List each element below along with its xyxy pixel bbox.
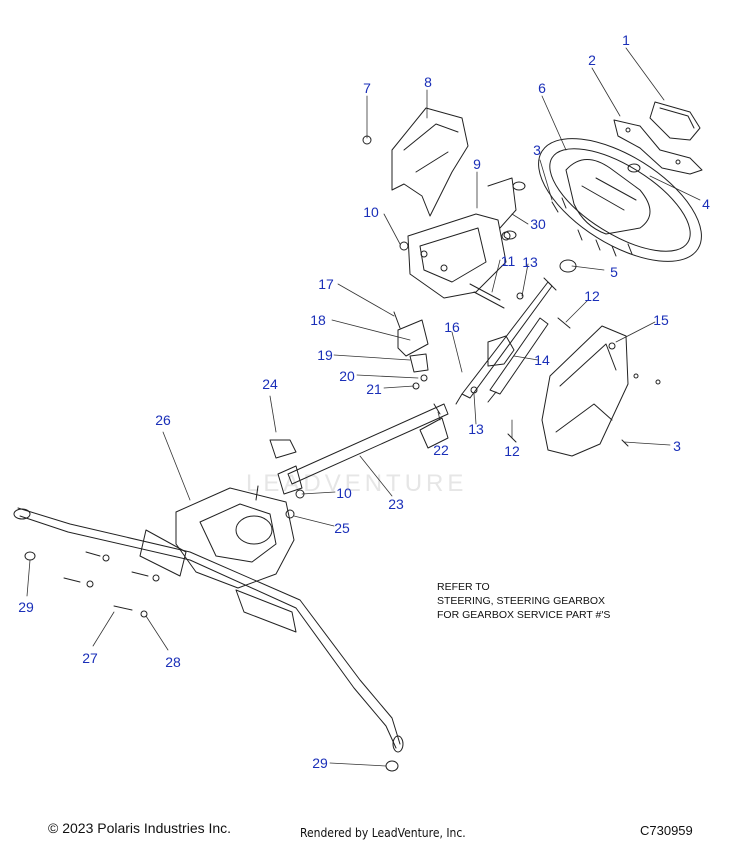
nut-25 xyxy=(285,509,295,519)
callout-13-upper[interactable]: 13 xyxy=(522,254,538,270)
note-line-3: FOR GEARBOX SERVICE PART #'S xyxy=(437,609,611,621)
callout-13-lower[interactable]: 13 xyxy=(468,421,484,437)
column-bracket xyxy=(407,177,517,299)
gas-strut xyxy=(487,317,549,403)
rendered-by-text: Rendered by LeadVenture, Inc. xyxy=(300,826,466,840)
steering-wheel xyxy=(538,138,702,262)
copyright-text: © 2023 Polaris Industries Inc. xyxy=(48,820,232,836)
callout-23[interactable]: 23 xyxy=(388,496,404,512)
gearbox-reference-note: REFER TO STEERING, STEERING GEARBOX FOR … xyxy=(437,580,610,622)
bushing-30b xyxy=(503,230,517,240)
bushing-30 xyxy=(512,181,526,191)
callout-5[interactable]: 5 xyxy=(610,264,618,280)
mounting-bolts xyxy=(63,551,160,618)
callout-14[interactable]: 14 xyxy=(534,352,550,368)
steering-shaft-upper xyxy=(455,277,557,405)
column-cover-upper xyxy=(391,107,469,217)
nut-13-upper xyxy=(516,292,524,300)
callout-22[interactable]: 22 xyxy=(433,442,449,458)
callout-30[interactable]: 30 xyxy=(530,216,546,232)
callout-2[interactable]: 2 xyxy=(588,52,596,68)
callout-18[interactable]: 18 xyxy=(310,312,326,328)
note-line-2: STEERING, STEERING GEARBOX xyxy=(437,595,606,607)
callout-1[interactable]: 1 xyxy=(622,32,630,48)
bushing-5 xyxy=(559,259,577,273)
note-line-1: REFER TO xyxy=(437,581,490,593)
callout-4[interactable]: 4 xyxy=(702,196,710,212)
callout-10-upper[interactable]: 10 xyxy=(363,204,379,220)
diagram-code: C730959 xyxy=(640,823,693,838)
nut-21 xyxy=(412,382,420,390)
callout-15[interactable]: 15 xyxy=(653,312,669,328)
callout-16[interactable]: 16 xyxy=(444,319,460,335)
wheel-cover-lower xyxy=(613,119,703,175)
castle-nut-29-left xyxy=(24,551,36,561)
callout-27[interactable]: 27 xyxy=(82,650,98,666)
leader-lines xyxy=(26,47,701,767)
callout-29-right[interactable]: 29 xyxy=(312,755,328,771)
wheel-cover-upper xyxy=(649,101,701,141)
callout-6[interactable]: 6 xyxy=(538,80,546,96)
callout-24[interactable]: 24 xyxy=(262,376,278,392)
callout-19[interactable]: 19 xyxy=(317,347,333,363)
callout-7[interactable]: 7 xyxy=(363,80,371,96)
cap-24 xyxy=(269,439,297,459)
callout-9[interactable]: 9 xyxy=(473,156,481,172)
bolt-12-lower xyxy=(507,433,517,443)
nut-7 xyxy=(362,135,372,145)
steering-rack xyxy=(13,485,404,753)
callout-12-lower[interactable]: 12 xyxy=(504,443,520,459)
callout-11[interactable]: 11 xyxy=(500,253,516,269)
callout-29-left[interactable]: 29 xyxy=(18,599,34,615)
bolt-12-upper xyxy=(557,317,571,329)
castle-nut-29-right xyxy=(385,760,399,772)
callout-20[interactable]: 20 xyxy=(339,368,355,384)
screws-wheel xyxy=(551,197,633,257)
callout-3-lower[interactable]: 3 xyxy=(673,438,681,454)
column-cover-lower xyxy=(541,325,661,457)
callout-25[interactable]: 25 xyxy=(334,520,350,536)
nut-10-upper xyxy=(399,241,409,251)
callout-28[interactable]: 28 xyxy=(165,654,181,670)
callout-21[interactable]: 21 xyxy=(366,381,382,397)
bolts-11 xyxy=(469,283,505,309)
callout-10-lower[interactable]: 10 xyxy=(336,485,352,501)
bolt-17 xyxy=(393,311,401,329)
callout-12-upper[interactable]: 12 xyxy=(584,288,600,304)
callout-26[interactable]: 26 xyxy=(155,412,171,428)
watermark: LEADVENTURE xyxy=(246,470,468,497)
callout-3-upper[interactable]: 3 xyxy=(533,142,541,158)
callout-17[interactable]: 17 xyxy=(318,276,334,292)
nut-13-lower xyxy=(470,386,478,394)
nut-10-lower xyxy=(295,489,305,499)
bracket-18 xyxy=(397,319,429,357)
bolt-22 xyxy=(433,403,441,415)
screw-3-lower xyxy=(621,439,629,447)
u-joint-upper xyxy=(487,335,515,367)
callout-8[interactable]: 8 xyxy=(424,74,432,90)
washer-20 xyxy=(420,374,428,382)
clamp-19 xyxy=(409,353,429,373)
intermediate-shaft xyxy=(277,403,449,495)
